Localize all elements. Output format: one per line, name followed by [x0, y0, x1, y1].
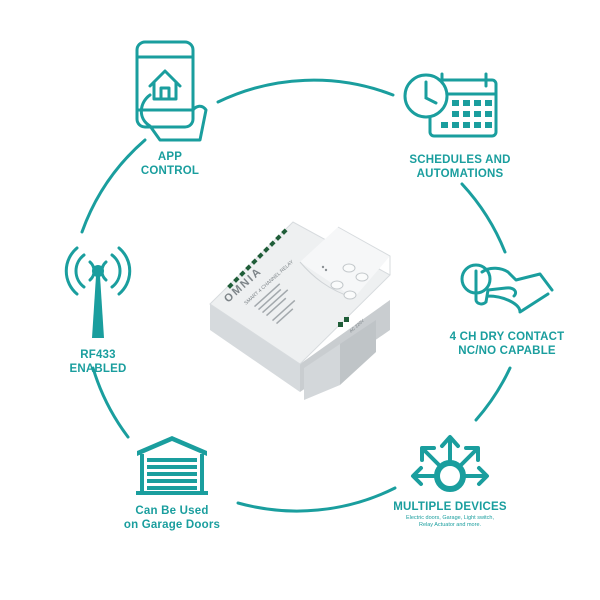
garage-label: Can Be Used on Garage Doors: [123, 505, 221, 531]
power-terminal: [338, 317, 349, 327]
device-buttons: [330, 263, 369, 300]
relay-device: [209, 221, 391, 400]
garage-door-icon: [136, 436, 208, 495]
arrows-out-icon: [411, 435, 489, 492]
hand-press-icon: [460, 263, 554, 314]
device-spec-lines: [254, 283, 296, 325]
phone-home-icon: [135, 40, 208, 142]
multiple-devices-label: MULTIPLE DEVICES: [393, 501, 507, 513]
device-led: [321, 265, 328, 272]
calendar-grid: [441, 100, 492, 128]
connecting-ring: [80, 78, 512, 513]
rf433-label: RF433 ENABLED: [69, 349, 127, 375]
schedules-label: SCHEDULES AND AUTOMATIONS: [409, 154, 511, 180]
terminal-block: [227, 228, 288, 289]
antenna-mast: [92, 265, 104, 338]
app-control-label: APP CONTROL: [140, 151, 200, 177]
multiple-devices-subtext: Electric doors, Garage, Light switch, Re…: [405, 515, 495, 528]
clock-calendar-icon: [403, 72, 498, 138]
dry-contact-label: 4 CH DRY CONTACT NC/NO CAPABLE: [449, 331, 565, 357]
